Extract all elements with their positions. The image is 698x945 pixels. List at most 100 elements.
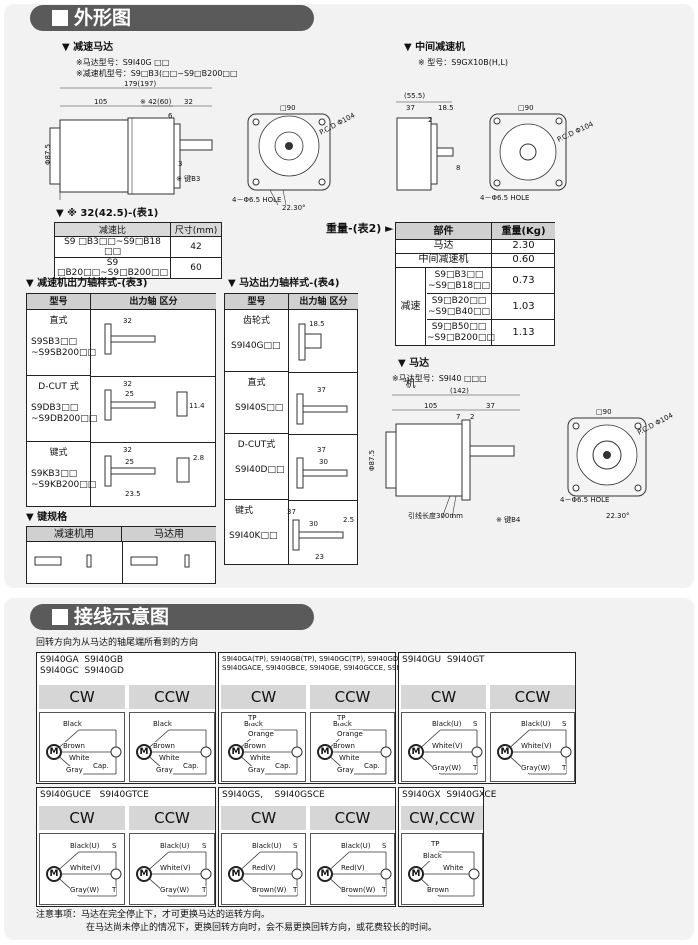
weight-reducer-model-3: S9□B50□□ ~S9□B200□□ (427, 320, 495, 346)
wire-label-grayw: Gray(W) (432, 764, 462, 773)
wire-label-gray: Gray (66, 766, 83, 775)
wire-label-cap: Cap. (183, 762, 199, 771)
wiring-direction-label: CW,CCW (401, 806, 483, 830)
intermediate-dim-8: 8 (456, 164, 461, 172)
wire-label-s: S (382, 842, 387, 851)
wire-label-redv: Red(V) (252, 864, 276, 873)
weight-mid-label: 中间减速机 (396, 254, 492, 268)
motor-dim-37: 37 (486, 402, 495, 410)
motor-icon: M (228, 866, 244, 882)
weight-reducer-model-1: S9□B3□□ ~S9□B18□□ (427, 268, 492, 294)
wire-label-whitev: White(V) (521, 742, 552, 751)
key-spec-heading: ▼ 键规格 (26, 512, 68, 523)
motor-dim-105: 105 (424, 402, 438, 410)
motor-icon: M (136, 866, 152, 882)
reducer-motor-note1: ※马达型号：S9I40G □□ (76, 58, 170, 67)
table3-header-shaft: 出力轴 区分 (91, 294, 216, 310)
table-row: 直式 S9SB3□□ ~S9SB200□□ (27, 310, 96, 376)
motor-dim-dia: Φ87.5 (368, 449, 377, 472)
wire-label-brownw: Brown(W) (341, 886, 376, 895)
table4-model-1: S9I40G□□ (231, 341, 281, 351)
section-title-wiring: 接线示意图 (30, 604, 314, 630)
wire-label-grayw: Gray(W) (521, 764, 551, 773)
table4-model-2: S9I40S□□ (235, 403, 284, 413)
intermediate-dim-37: 37 (406, 104, 415, 112)
motor-dim-7: 7 (456, 413, 461, 421)
table4-type-3: D-CUT式 (237, 440, 276, 450)
key-spec-table: 减速机用 马达用 (26, 526, 216, 584)
weight-reducer-value-1: 0.73 (492, 268, 555, 294)
weight-table: 部件 重量(Kg) 马达 2.30 中间减速机 0.60 减速机 S9□B3□□… (395, 222, 555, 390)
table4-model-3: S9I40D□□ (235, 465, 285, 475)
square-icon (52, 10, 68, 26)
table-row: 键式 S9I40K□□ (225, 500, 289, 565)
wiring-direction-label: CW (39, 806, 125, 830)
dim-32: 32 (184, 98, 193, 106)
motor-icon: M (317, 744, 333, 760)
section-title-text: 外形图 (74, 7, 132, 29)
intermediate-dim-sq: □90 (518, 104, 534, 112)
table4: 型号 出力轴 区分 齿轮式 S9I40G□□ 直式 S9I40S□□ D-CUT… (224, 293, 358, 565)
table-row: 直式 S9I40S□□ (225, 372, 289, 434)
wire-label-grayw: Gray(W) (70, 886, 100, 895)
wiring-direction-label: CW (39, 685, 125, 709)
table4-type-4: 键式 (235, 506, 254, 516)
table4-dim-30: 30 (319, 458, 328, 466)
table3-dim-114: 11.4 (189, 402, 205, 410)
motor-dim-key: ※ 键B4 (496, 516, 521, 524)
wiring-direction-label: CCW (129, 806, 215, 830)
weight-reducer-model-2: S9□B20□□ ~S9□B40□□ (427, 294, 492, 320)
table3-dim-235: 23.5 (125, 490, 141, 498)
wiring-group: S9I40GA(TP), S9I40GB(TP), S9I40GC(TP), S… (218, 652, 471, 784)
wire-label-orange: Orange (337, 730, 363, 739)
dim-total: 179(197) (124, 80, 157, 88)
wire-label-black: Black (423, 852, 442, 861)
table4-dim-37b: 37 (317, 446, 326, 454)
wire-label-white: White (250, 754, 271, 763)
square-icon (52, 609, 68, 625)
wire-label-whitev: White(V) (160, 864, 191, 873)
table4-header-shaft: 出力轴 区分 (289, 294, 358, 310)
wire-label-gray: Gray (156, 766, 173, 775)
motor-dim-angle: 22.30° (606, 512, 630, 520)
wiring-direction-label: CCW (490, 685, 575, 709)
wiring-direction-label: CCW (310, 806, 395, 830)
motor-dim-hole: 4－Φ6.5 HOLE (560, 496, 610, 504)
dim-3: 3 (178, 160, 183, 168)
table4-dim-37c: 37 (287, 508, 296, 516)
wire-label-brown: Brown (63, 742, 85, 751)
wire-label-t: T (562, 764, 567, 773)
wire-label-cap: Cap. (275, 762, 291, 771)
motor-dim-lead: 引线长度300mm (408, 512, 463, 520)
table3-dim-25b: 25 (125, 390, 134, 398)
wire-label-white: White (339, 754, 360, 763)
intermediate-dim-555: (55.5) (404, 92, 426, 100)
intermediate-dim-185: 18.5 (438, 104, 454, 112)
weight-reducer-label: 减速机 (396, 268, 426, 390)
intermediate-note: ※ 型号：S9GX10B(H,L) (418, 58, 509, 67)
table3-type-2: D-CUT 式 (38, 382, 79, 392)
key-spec-col-reducer: 减速机用 (27, 527, 122, 542)
weight-header-kg: 重量(Kg) (492, 223, 555, 240)
wire-label-orange: Orange (248, 730, 274, 739)
weight-motor-value: 2.30 (492, 240, 555, 254)
wire-label-brown: Brown (244, 742, 266, 751)
dim-hole: 4－Φ6.5 HOLE (232, 196, 282, 204)
key-spec-col-motor: 马达用 (122, 527, 216, 542)
section-title-wiring-text: 接线示意图 (74, 606, 170, 628)
wire-label-redv: Red(V) (341, 864, 365, 873)
table3-dim-32a: 32 (123, 317, 132, 325)
weight-motor-label: 马达 (396, 240, 492, 254)
wire-label-s: S (293, 842, 298, 851)
table4-dim-37a: 37 (317, 386, 326, 394)
wire-label-t: T (382, 886, 387, 895)
wire-label-s: S (473, 720, 478, 729)
